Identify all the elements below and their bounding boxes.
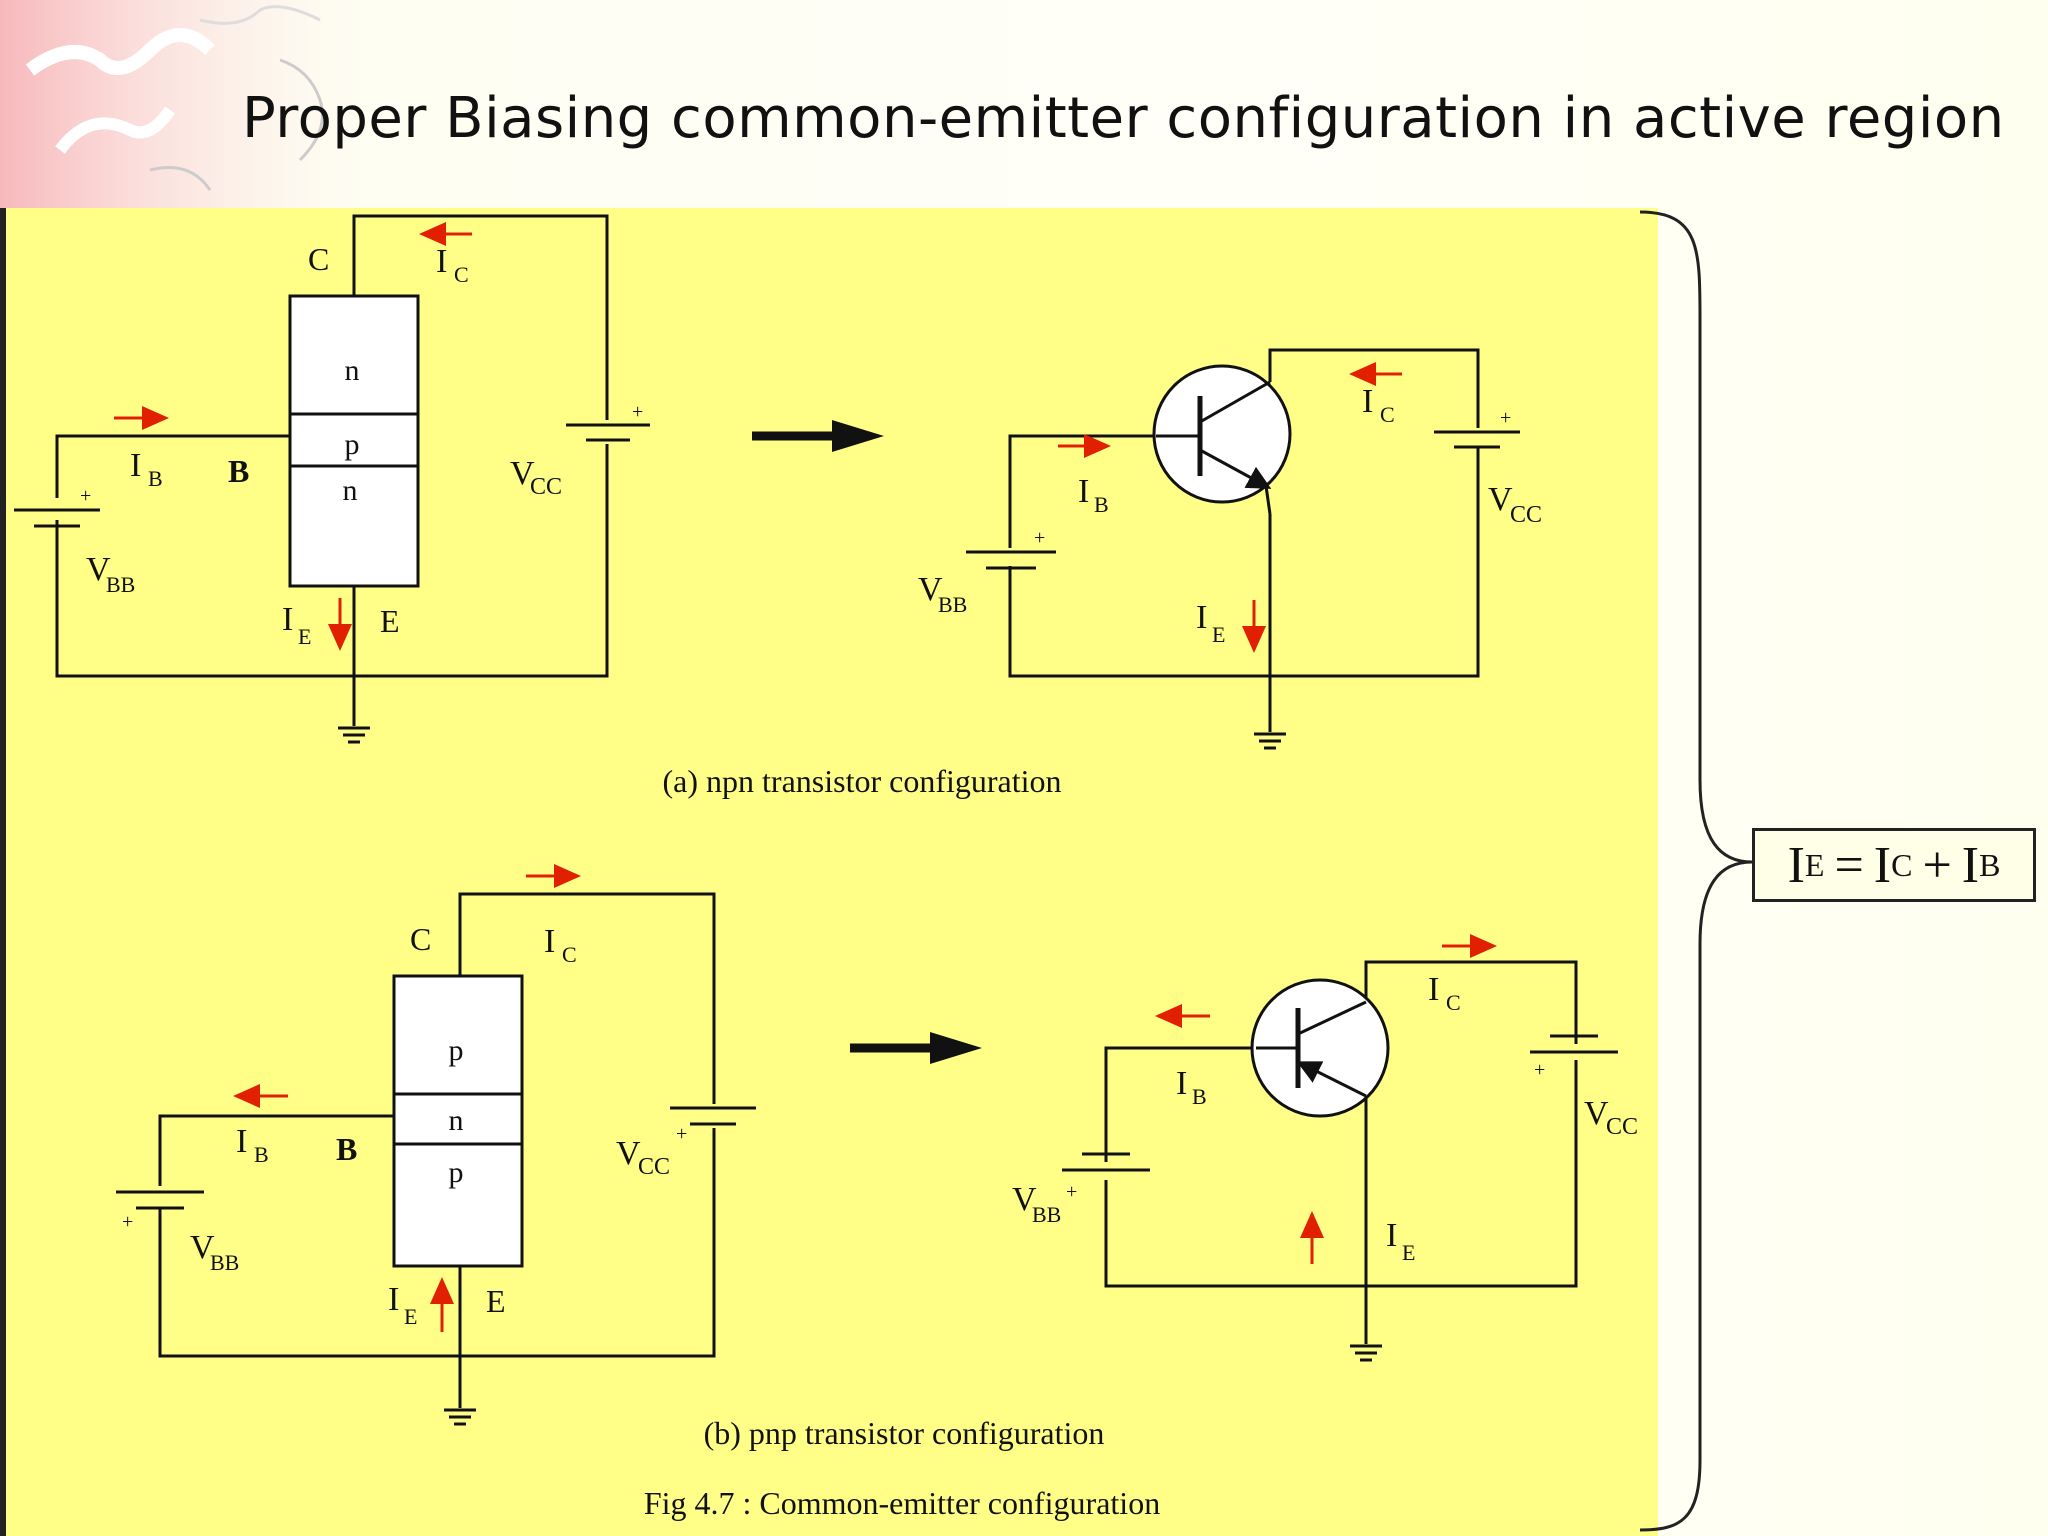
- pnp-sym-ie-sub: E: [1402, 1240, 1415, 1265]
- svg-text:+: +: [1500, 407, 1511, 429]
- pnp-ib-sub: B: [254, 1142, 269, 1167]
- npn-sym-ic-label: I: [1362, 383, 1373, 420]
- npn-physical-circuit: [14, 214, 650, 744]
- pnp-vcc-label: V: [616, 1135, 641, 1172]
- npn-vcc-sub: CC: [530, 474, 562, 500]
- pnp-sym-vcc-label: V: [1584, 1095, 1609, 1132]
- npn-sym-ie-label: I: [1196, 599, 1207, 636]
- npn-ic-sub: C: [454, 262, 469, 287]
- pnp-sym-ic-label: I: [1428, 971, 1439, 1008]
- npn-caption: (a) npn transistor configuration: [663, 763, 1062, 799]
- npn-symbol-circuit: [966, 348, 1520, 750]
- pnp-vcc-sub: CC: [638, 1154, 670, 1180]
- npn-ib-label: I: [130, 447, 141, 484]
- npn-ic-label: I: [436, 243, 447, 280]
- npn-layer-2: p: [345, 428, 360, 461]
- npn-vcc-label: V: [510, 455, 535, 492]
- pnp-ic-sub: C: [562, 942, 577, 967]
- pnp-transistor-symbol: [1250, 978, 1390, 1118]
- npn-vbb-sub: BB: [106, 572, 135, 597]
- pnp-layer-2: n: [449, 1104, 464, 1137]
- pnp-sym-ic-sub: C: [1446, 990, 1461, 1015]
- figure-panel: [0, 208, 1658, 1536]
- pnp-ie-label: I: [388, 1281, 399, 1318]
- npn-ie-label: I: [282, 601, 293, 638]
- pnp-caption: (b) pnp transistor configuration: [704, 1415, 1105, 1451]
- pnp-symbol-circuit: [1062, 960, 1618, 1362]
- svg-text:+: +: [632, 401, 643, 423]
- grouping-brace: [1639, 210, 1753, 1532]
- npn-sym-ib-sub: B: [1094, 492, 1109, 517]
- pnp-physical-circuit: [116, 892, 756, 1426]
- pnp-sym-ib-label: I: [1176, 1065, 1187, 1102]
- pnp-sym-ib-sub: B: [1192, 1084, 1207, 1109]
- svg-text:+: +: [80, 485, 91, 507]
- svg-text:+: +: [676, 1123, 687, 1145]
- npn-body: [288, 294, 420, 588]
- npn-ib-sub: B: [148, 466, 163, 491]
- pnp-layer-1: p: [449, 1034, 464, 1067]
- npn-vbb-label: V: [86, 551, 111, 588]
- pnp-vbb-sub: BB: [210, 1250, 239, 1275]
- panel-left-border: [0, 208, 6, 1536]
- pnp-ic-label: I: [544, 923, 555, 960]
- pnp-layer-3: p: [449, 1156, 464, 1189]
- pnp-body: [392, 974, 524, 1268]
- svg-text:+: +: [122, 1211, 133, 1233]
- npn-sym-ib-label: I: [1078, 473, 1089, 510]
- npn-base-label: B: [228, 453, 249, 489]
- puzzle-decoration: [0, 0, 360, 208]
- svg-text:+: +: [1066, 1181, 1077, 1203]
- pnp-vbb-label: V: [190, 1229, 215, 1266]
- pnp-emitter-label: E: [486, 1283, 506, 1319]
- npn-layer-3: n: [343, 474, 358, 507]
- npn-sym-ic-sub: C: [1380, 402, 1395, 427]
- pnp-sym-ie-label: I: [1386, 1217, 1397, 1254]
- figure-caption: Fig 4.7 : Common-emitter configuration: [644, 1485, 1160, 1521]
- svg-text:+: +: [1034, 527, 1045, 549]
- npn-sym-vbb-label: V: [918, 571, 943, 608]
- pnp-sym-vbb-sub: BB: [1032, 1202, 1061, 1227]
- pnp-ib-label: I: [236, 1123, 247, 1160]
- npn-sym-vbb-sub: BB: [938, 592, 967, 617]
- pnp-sym-vcc-sub: CC: [1606, 1114, 1638, 1140]
- pnp-collector-label: C: [410, 921, 431, 957]
- pnp-ie-sub: E: [404, 1304, 417, 1329]
- svg-text:+: +: [1534, 1059, 1545, 1081]
- pnp-base-label: B: [336, 1131, 357, 1167]
- npn-sym-ie-sub: E: [1212, 622, 1225, 647]
- npn-collector-label: C: [308, 241, 329, 277]
- npn-emitter-label: E: [380, 603, 400, 639]
- npn-transistor-symbol: [1152, 364, 1292, 504]
- slide-title: Proper Biasing common-emitter configurat…: [242, 86, 2005, 151]
- npn-sym-vcc-label: V: [1488, 481, 1513, 518]
- npn-ie-sub: E: [298, 624, 311, 649]
- pnp-sym-vbb-label: V: [1012, 1181, 1037, 1218]
- npn-sym-vcc-sub: CC: [1510, 502, 1542, 528]
- npn-layer-1: n: [345, 354, 360, 387]
